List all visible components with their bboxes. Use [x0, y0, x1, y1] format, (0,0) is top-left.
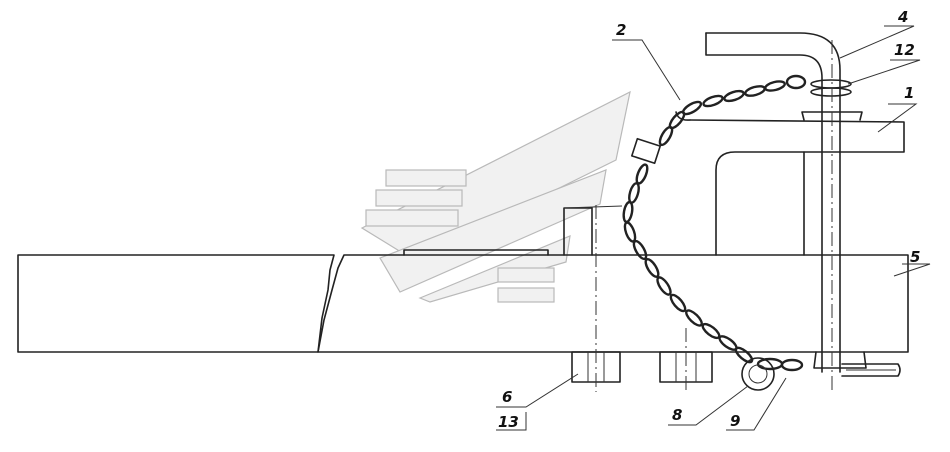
leader-6	[496, 373, 579, 408]
chain-link	[644, 258, 660, 278]
watermark-logo	[360, 90, 631, 303]
leader-13	[496, 412, 527, 431]
label-13: 13	[498, 413, 519, 431]
plate	[403, 249, 549, 256]
chain-link	[635, 163, 649, 185]
chain-link	[622, 200, 634, 224]
label-5: 5	[910, 248, 920, 266]
label-6: 6	[502, 388, 512, 406]
watermark-stripe	[418, 235, 571, 303]
watermark-bar	[497, 267, 555, 283]
chain-link	[723, 89, 745, 103]
bracket-outline	[689, 119, 905, 256]
label-4: 4	[897, 8, 908, 26]
leader-9	[726, 377, 787, 431]
handle-outer	[705, 32, 841, 113]
leader-2	[612, 39, 681, 101]
watermark-bar	[375, 189, 463, 207]
leader-5	[893, 263, 931, 277]
lower-ring-inner	[748, 364, 768, 384]
label-9: 9	[730, 412, 740, 430]
watermark-bar	[497, 287, 555, 303]
bolt-nut-left-faces	[587, 352, 605, 382]
chain	[622, 74, 807, 372]
lower-ring	[741, 357, 775, 391]
beam-left-section	[17, 254, 335, 353]
lower-nut	[813, 351, 867, 369]
collar-bottom	[810, 87, 852, 97]
chain-link	[734, 346, 754, 364]
chain-link	[685, 309, 703, 327]
leader-lines	[496, 25, 931, 431]
chain-link	[744, 85, 766, 97]
pin-handle	[705, 32, 841, 113]
watermark-bar	[385, 169, 467, 187]
chain-lock	[631, 137, 661, 165]
bracket	[675, 111, 905, 256]
chain-link	[701, 322, 721, 340]
main-beam	[17, 254, 909, 353]
collar-top	[810, 79, 852, 89]
leader-8	[668, 385, 749, 426]
chain-ring	[785, 74, 807, 90]
chain-link	[628, 182, 640, 204]
handle-inner	[705, 32, 823, 113]
watermark-bar	[365, 209, 459, 227]
leader-1	[877, 103, 918, 133]
label-2: 2	[616, 21, 626, 39]
chain-link	[658, 125, 674, 147]
chain-link	[780, 358, 804, 372]
label-8: 8	[672, 406, 682, 424]
chain-link	[656, 276, 672, 296]
cotter-pin	[841, 363, 901, 377]
collar-ring	[810, 79, 852, 97]
bolt-nut-right-faces	[675, 352, 697, 382]
block-top-edge	[563, 205, 623, 209]
chain-link	[632, 239, 648, 261]
label-1: 1	[904, 84, 914, 102]
label-12: 12	[894, 41, 915, 59]
chain-link	[669, 293, 687, 313]
leader-4	[839, 25, 915, 59]
chain-link	[764, 80, 786, 92]
watermark-stripe	[379, 169, 607, 293]
chain-link	[623, 221, 637, 243]
leader-12	[847, 59, 921, 85]
chain-link	[702, 94, 724, 108]
